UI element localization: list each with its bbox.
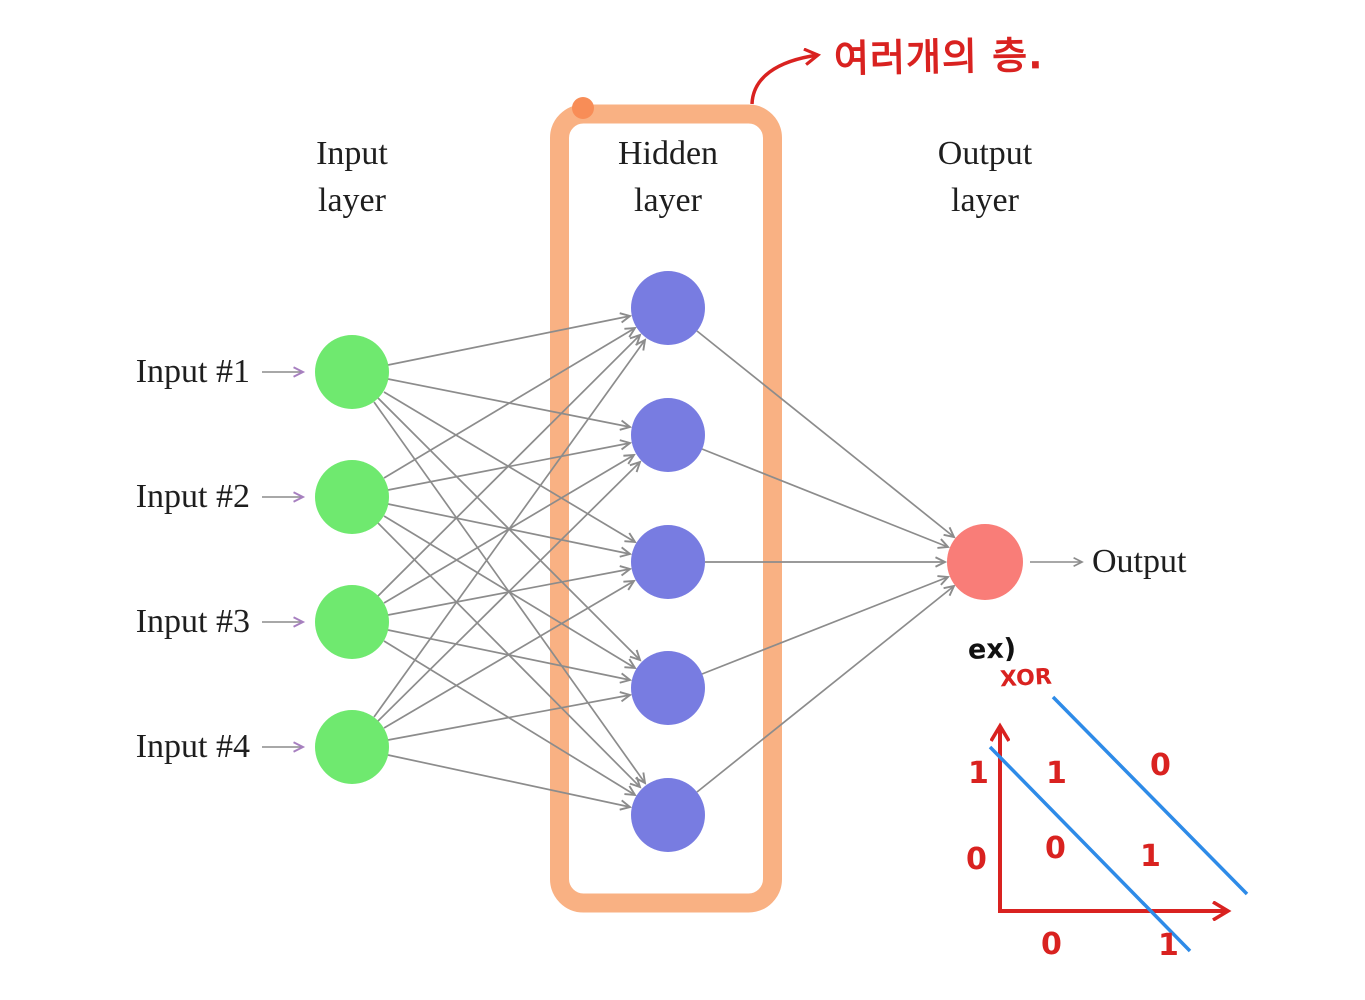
xor-mark-left-upper: 1 [968, 756, 989, 791]
xor-blue-line-lower [988, 745, 1192, 953]
highlight-box [550, 104, 782, 913]
input-node-1 [315, 335, 389, 409]
xor-axes [998, 726, 1228, 911]
xor-mark-bottom-right: 1 [1158, 928, 1179, 963]
input-label-3: Input #3 [135, 603, 250, 640]
hidden-node-4 [631, 651, 705, 725]
hidden-layer-highlight [550, 97, 782, 913]
xor-mark-left-lower: 0 [966, 842, 987, 877]
header-line: layer [634, 182, 702, 219]
xor-sketch [988, 695, 1249, 953]
nodes [315, 271, 1023, 852]
edge-i3-h1 [377, 333, 642, 597]
edge-i1-h1 [387, 312, 633, 366]
edge-i4-h2 [377, 460, 642, 722]
edge-i2-h1 [383, 326, 637, 479]
input-node-3 [315, 585, 389, 659]
header-line: Hidden [617, 135, 719, 172]
korean-note-arrow [750, 55, 818, 105]
edge-i4-h3 [383, 579, 636, 729]
output-node [947, 524, 1023, 600]
xor-mark-mid-right-region: 1 [1140, 839, 1161, 874]
edge-h1-o [696, 330, 956, 539]
curved-arrow [750, 55, 818, 105]
header-line: Input [316, 135, 388, 172]
input-node-2 [315, 460, 389, 534]
hidden-node-5 [631, 778, 705, 852]
edges [262, 312, 1084, 811]
korean-note: 여러개의 층. [833, 33, 1044, 81]
input-label-2: Input #2 [135, 478, 250, 515]
xor-blue-line-upper [1051, 695, 1249, 896]
output-label: Output [1092, 543, 1187, 580]
header-line: Output [937, 135, 1033, 172]
header-line: layer [318, 182, 386, 219]
output-layer-header: Output layer [895, 130, 1075, 224]
hidden-node-1 [631, 271, 705, 345]
xor-mark-mid-left-region: 0 [1045, 831, 1066, 866]
edge-i4-h4 [387, 691, 633, 741]
xor-mark-upper-right-region: 0 [1150, 748, 1171, 783]
input-label-4: Input #4 [135, 728, 250, 765]
edge-h2-o [701, 448, 950, 549]
edge-i4-h5 [387, 754, 633, 811]
hidden-node-2 [631, 398, 705, 472]
edge-h5-o [696, 584, 956, 793]
input-layer-header: Input layer [262, 130, 442, 224]
edge-i4-h1 [373, 338, 647, 718]
edge-h4-o [701, 575, 950, 675]
xor-mark-bottom-left: 0 [1041, 927, 1062, 962]
input-node-4 [315, 710, 389, 784]
xor-title: XOR [999, 664, 1053, 693]
header-line: layer [951, 182, 1019, 219]
example-label: ex) [967, 633, 1017, 666]
xor-separating-lines [988, 695, 1249, 953]
input-label-1: Input #1 [135, 353, 250, 390]
hidden-layer-header: Hidden layer [578, 130, 758, 224]
highlight-dot [572, 97, 594, 119]
xor-mark-upper-left-region: 1 [1046, 756, 1067, 791]
hidden-node-3 [631, 525, 705, 599]
